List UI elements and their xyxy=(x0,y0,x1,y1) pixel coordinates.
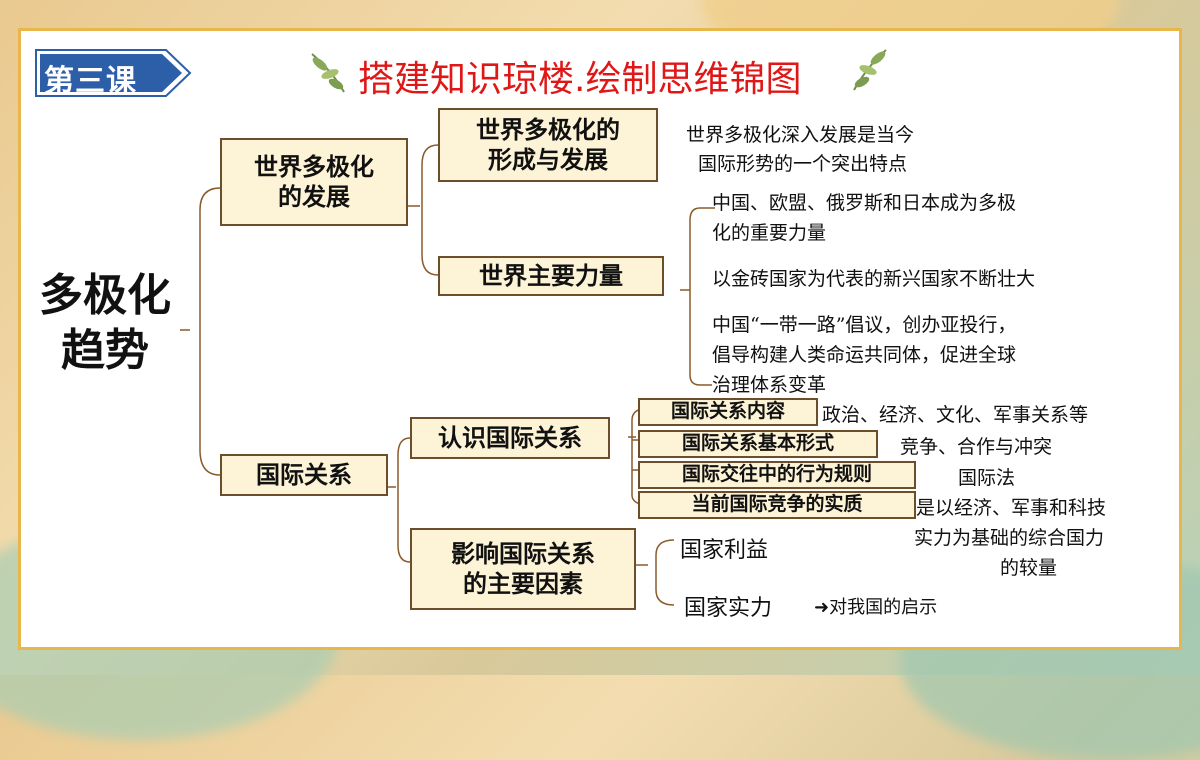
powers-point3-line2: 倡导构建人类命运共同体，促进全球 xyxy=(712,344,1017,366)
lesson-tag: 第三课 xyxy=(34,48,194,99)
formation-note-line2: 国际形势的一个突出特点 xyxy=(698,153,908,175)
node-formation-development: 世界多极化的形成与发展 xyxy=(438,108,658,182)
essence-note-line3: 的较量 xyxy=(1000,557,1058,579)
powers-point2: 以金砖国家为代表的新兴国家不断壮大 xyxy=(712,268,1036,290)
powers-point1-line2: 化的重要力量 xyxy=(712,222,827,244)
node-influencing-factors: 影响国际关系的主要因素 xyxy=(410,528,636,610)
essence-note-line1: 是以经济、军事和科技 xyxy=(916,497,1107,519)
branch-international-relations: 国际关系 xyxy=(220,454,388,496)
powers-point3-line3: 治理体系变革 xyxy=(712,374,827,396)
branch1-label-line1: 世界多极化 xyxy=(254,153,374,181)
connector-lines xyxy=(180,144,715,606)
factor-national-strength: 国家实力 xyxy=(684,596,773,621)
branch-world-multipolarity: 世界多极化的发展 xyxy=(220,138,408,226)
essence-note-line2: 实力为基础的综合国力 xyxy=(914,527,1105,549)
factors-label-line2: 的主要因素 xyxy=(463,570,583,598)
node-understand-relations: 认识国际关系 xyxy=(410,417,610,459)
powers-point1-line1: 中国、欧盟、俄罗斯和日本成为多极 xyxy=(712,192,1017,214)
root-line1: 多极化 xyxy=(39,270,171,321)
node-major-powers: 世界主要力量 xyxy=(438,256,664,296)
relations-item-forms: 国际关系基本形式 xyxy=(638,430,878,458)
factor-national-interest: 国家利益 xyxy=(680,538,769,563)
relations-item-rules-note: 国际法 xyxy=(958,467,1016,489)
branch1-label-line2: 的发展 xyxy=(278,183,350,211)
relations-item-essence: 当前国际竞争的实质 xyxy=(638,491,916,519)
right-leaf-icon xyxy=(853,49,887,91)
tag-arrow-shape xyxy=(35,49,192,97)
sub1-label-line2: 形成与发展 xyxy=(488,146,608,174)
root-node: 多极化 趋势 xyxy=(30,268,180,378)
formation-note-line1: 世界多极化深入发展是当今 xyxy=(686,124,915,146)
relations-item-content-note: 政治、经济、文化、军事关系等 xyxy=(822,404,1089,426)
factors-label-line1: 影响国际关系 xyxy=(451,540,595,568)
page-title: 搭建知识琼楼.绘制思维锦图 xyxy=(358,59,802,100)
sub1-label-line1: 世界多极化的 xyxy=(476,116,620,144)
relations-item-content: 国际关系内容 xyxy=(638,398,818,426)
strength-implication-note: ➜对我国的启示 xyxy=(814,597,938,618)
lesson-tag-label: 第三课 xyxy=(44,64,137,99)
powers-point3-line1: 中国“一带一路”倡议，创办亚投行， xyxy=(712,314,1017,336)
root-line2: 趋势 xyxy=(61,325,149,376)
left-leaf-icon xyxy=(311,53,345,93)
relations-item-rules: 国际交往中的行为规则 xyxy=(638,461,916,489)
relations-item-forms-note: 竞争、合作与冲突 xyxy=(900,436,1053,458)
